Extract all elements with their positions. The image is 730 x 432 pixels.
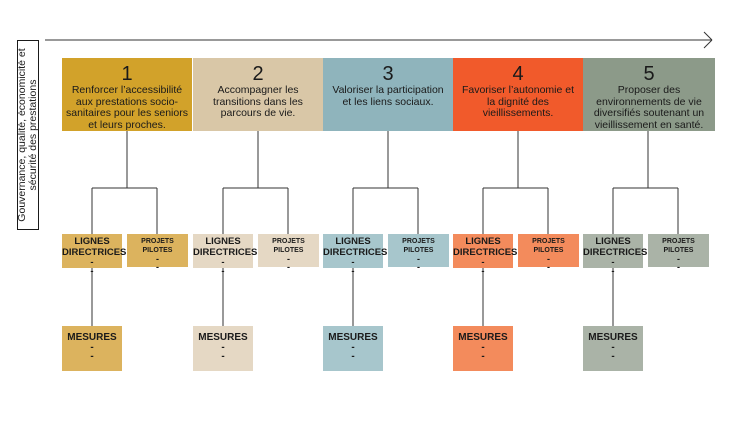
mesures-1: MESURES--	[62, 326, 122, 371]
dash: -	[417, 254, 420, 264]
dash: -	[481, 266, 485, 277]
lignes-label: LIGNES DIRECTRICES	[62, 236, 127, 258]
mesures-5: MESURES--	[583, 326, 643, 371]
goal-text: Renforcer l’accessibilité aux prestation…	[66, 84, 188, 131]
governance-label-text: Gouvernance, qualité, économicité et séc…	[16, 48, 39, 222]
goal-number: 5	[643, 63, 655, 85]
dash: -	[351, 266, 355, 277]
lignes-label: LIGNES DIRECTRICES	[323, 236, 388, 258]
dash: -	[90, 257, 94, 268]
lignes-directrices-1: LIGNES DIRECTRICES--	[62, 234, 126, 276]
governance-side-label: Gouvernance, qualité, économicité et séc…	[16, 40, 39, 230]
dash: -	[221, 266, 225, 277]
dash: -	[156, 262, 159, 272]
dash: -	[481, 257, 485, 268]
goal-number: 3	[382, 63, 394, 85]
mesures-label: MESURES	[67, 332, 117, 343]
dash: -	[481, 342, 485, 353]
goal-number: 2	[252, 63, 264, 85]
lignes-directrices-3: LIGNES DIRECTRICES--	[323, 234, 387, 276]
lignes-directrices-5: LIGNES DIRECTRICES--	[583, 234, 647, 276]
goal-text: Accompagner les transitions dans les par…	[213, 84, 303, 119]
projets-pilotes-5: PROJETS PILOTES--	[648, 234, 709, 272]
dash: -	[611, 266, 615, 277]
dash: -	[611, 257, 615, 268]
dash: -	[90, 342, 94, 353]
dash: -	[351, 257, 355, 268]
arrow-head-upper	[703, 31, 713, 41]
dash: -	[677, 262, 680, 272]
projets-label: PROJETS PILOTES	[141, 238, 174, 254]
projets-label: PROJETS PILOTES	[532, 238, 565, 254]
goal-number: 4	[512, 63, 524, 85]
dash: -	[221, 257, 225, 268]
dash: -	[611, 342, 615, 353]
lignes-label: LIGNES DIRECTRICES	[583, 236, 648, 258]
projets-pilotes-3: PROJETS PILOTES--	[388, 234, 449, 272]
mesures-2: MESURES--	[193, 326, 253, 371]
dash: -	[351, 351, 355, 362]
dash: -	[90, 351, 94, 362]
projets-label: PROJETS PILOTES	[402, 238, 435, 254]
mesures-label: MESURES	[198, 332, 248, 343]
dash: -	[287, 254, 290, 264]
lignes-directrices-4: LIGNES DIRECTRICES--	[453, 234, 517, 276]
goal-text: Valoriser la participation et les liens …	[332, 84, 444, 108]
dash: -	[417, 262, 420, 272]
dash: -	[547, 262, 550, 272]
dash: -	[611, 351, 615, 362]
projets-pilotes-1: PROJETS PILOTES--	[127, 234, 188, 272]
goal-number: 1	[121, 63, 133, 85]
dash: -	[677, 254, 680, 264]
lignes-directrices-2: LIGNES DIRECTRICES--	[193, 234, 257, 276]
lignes-label: LIGNES DIRECTRICES	[193, 236, 258, 258]
mesures-3: MESURES--	[323, 326, 383, 371]
projets-label: PROJETS PILOTES	[662, 238, 695, 254]
goal-text: Proposer des environnements de vie diver…	[593, 84, 705, 131]
dash: -	[90, 266, 94, 277]
dash: -	[481, 351, 485, 362]
lignes-label: LIGNES DIRECTRICES	[453, 236, 518, 258]
mesures-label: MESURES	[328, 332, 378, 343]
goal-text: Favoriser l’autonomie et la dignité des …	[461, 84, 575, 119]
dash: -	[221, 351, 225, 362]
mesures-4: MESURES--	[453, 326, 513, 371]
projets-pilotes-4: PROJETS PILOTES--	[518, 234, 579, 272]
dash: -	[221, 342, 225, 353]
projets-pilotes-2: PROJETS PILOTES--	[258, 234, 319, 272]
dash: -	[547, 254, 550, 264]
projets-label: PROJETS PILOTES	[272, 238, 305, 254]
mesures-label: MESURES	[458, 332, 508, 343]
mesures-label: MESURES	[588, 332, 638, 343]
dash: -	[287, 262, 290, 272]
dash: -	[156, 254, 159, 264]
arrow-head-lower	[703, 39, 713, 49]
dash: -	[351, 342, 355, 353]
